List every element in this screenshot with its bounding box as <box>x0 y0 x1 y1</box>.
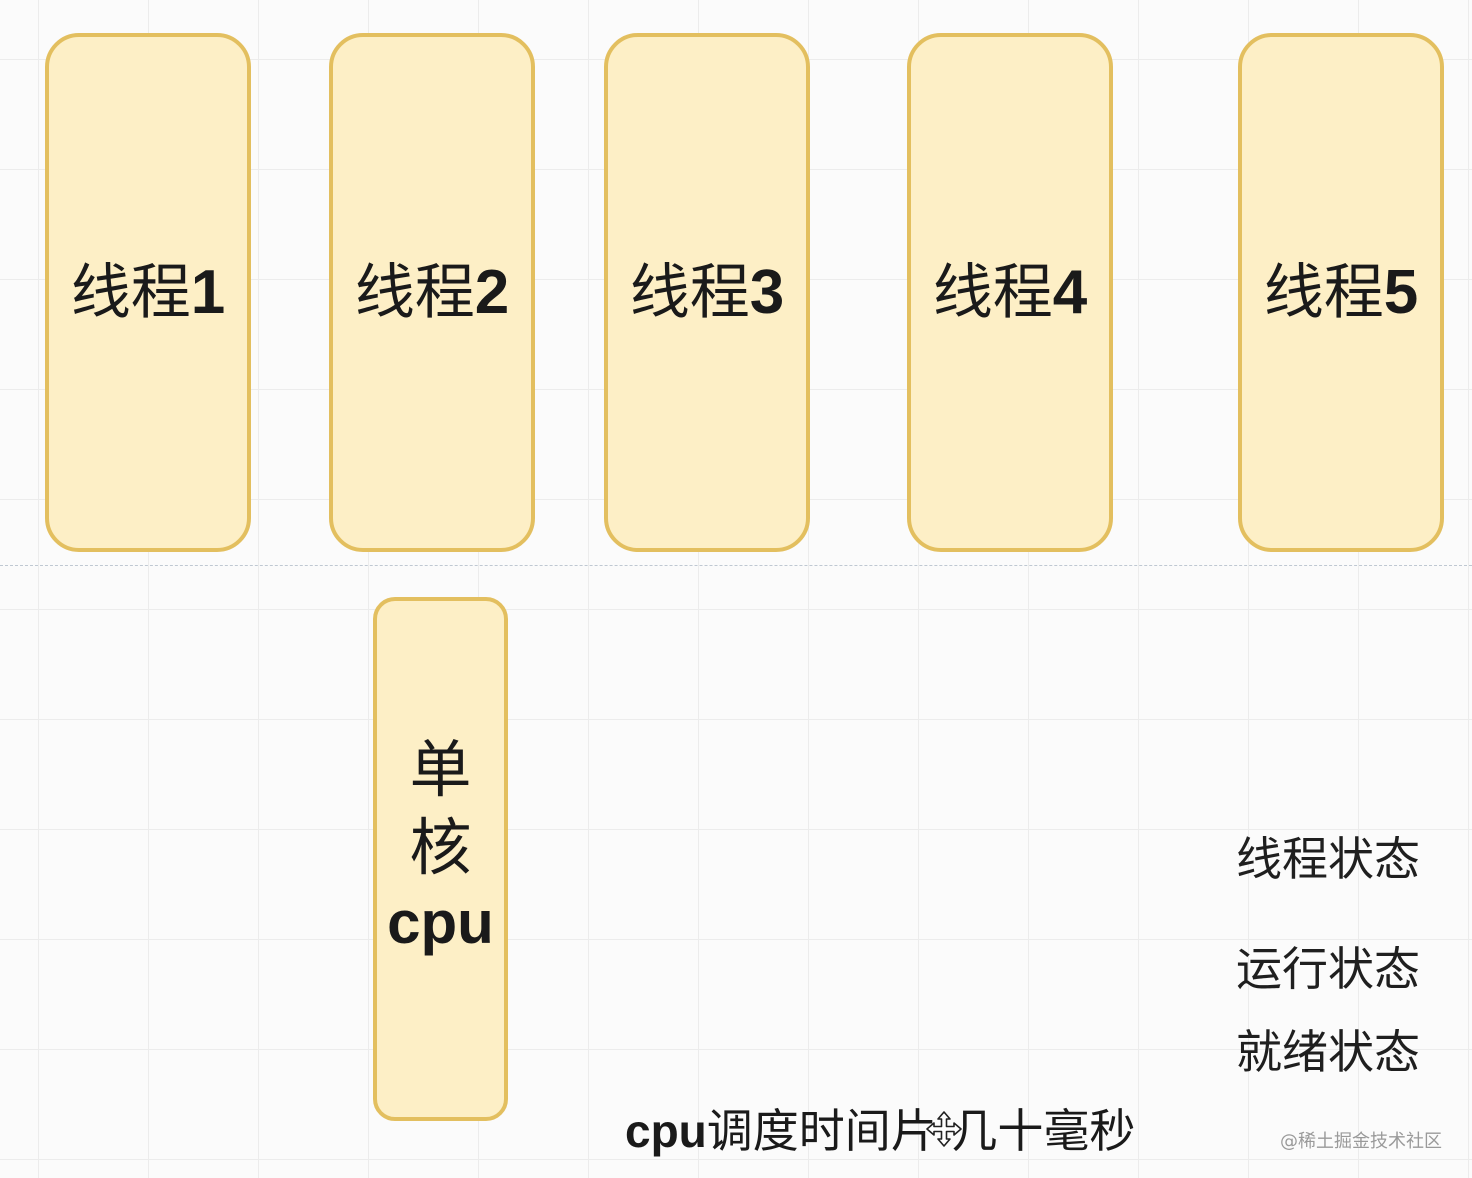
thread-number: 1 <box>190 257 226 327</box>
cpu-char-core: 核 <box>409 811 472 884</box>
cpu-time-slice-caption: cpu调度时间片 几十毫秒 <box>625 1108 1135 1154</box>
thread-number: 5 <box>1383 257 1419 327</box>
thread-box-2: 线程2 <box>329 33 535 552</box>
thread-state-heading: 线程状态 <box>1236 832 1420 886</box>
thread-label-2: 线程2 <box>355 261 509 324</box>
thread-text: 线程 <box>354 257 475 328</box>
cpu-char-single: 单 <box>409 733 472 806</box>
move-cursor-icon <box>926 1111 962 1147</box>
thread-text: 线程 <box>1263 257 1384 328</box>
thread-label-4: 线程4 <box>933 261 1087 324</box>
thread-label-5: 线程5 <box>1264 261 1418 324</box>
running-state-label: 运行状态 <box>1236 942 1420 996</box>
ready-state-label: 就绪状态 <box>1236 1025 1420 1079</box>
thread-text: 线程 <box>932 257 1053 328</box>
thread-box-1: 线程1 <box>45 33 251 552</box>
thread-box-3: 线程3 <box>604 33 810 552</box>
thread-number: 2 <box>474 257 510 327</box>
dashed-divider <box>0 565 1472 566</box>
thread-box-5: 线程5 <box>1238 33 1444 552</box>
single-core-cpu-box: 单 核 cpu <box>373 597 508 1121</box>
watermark: @稀土掘金技术社区 <box>1280 1131 1442 1152</box>
thread-box-4: 线程4 <box>907 33 1113 552</box>
thread-label-1: 线程1 <box>71 261 225 324</box>
thread-number: 3 <box>749 257 785 327</box>
thread-text: 线程 <box>70 257 191 328</box>
cpu-word: cpu <box>387 889 494 956</box>
caption-rest: 调度时间片 几十毫秒 <box>706 1104 1136 1158</box>
thread-number: 4 <box>1052 257 1088 327</box>
caption-cpu: cpu <box>625 1105 707 1157</box>
thread-text: 线程 <box>629 257 750 328</box>
thread-label-3: 线程3 <box>630 261 784 324</box>
